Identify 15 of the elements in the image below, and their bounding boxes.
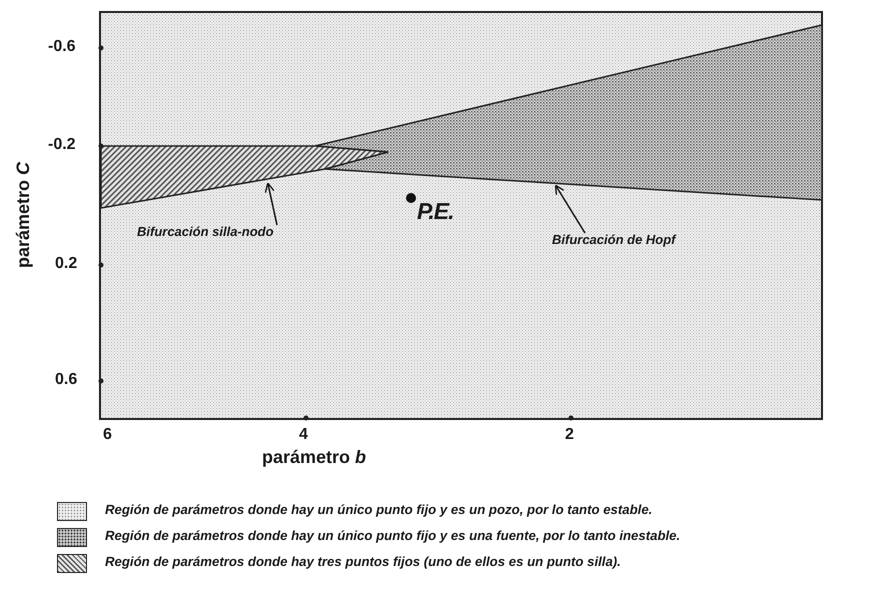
axis-tick-label: -0.6 — [48, 38, 76, 56]
axis-tick-label: 2 — [565, 426, 574, 444]
axis-title: parámetro b — [262, 448, 366, 468]
curve-label: Bifurcación silla-nodo — [137, 225, 274, 240]
axis-tick-label: 4 — [299, 426, 308, 444]
axis-tick-label: 0.6 — [55, 371, 78, 389]
axis-title: parámetro C — [14, 162, 34, 268]
legend-text: Región de parámetros donde hay un único punto fijo y es una fuente, por lo tanto inestable. — [105, 529, 680, 544]
axis-tick-label: -0.2 — [48, 136, 76, 154]
axis-tick-label: 6 — [103, 426, 112, 444]
legend-text: Región de parámetros donde hay un único punto fijo y es un pozo, por lo tanto estable. — [105, 503, 652, 518]
legend-text: Región de parámetros donde hay tres puntos fijos (uno de ellos es un punto silla). — [105, 555, 621, 570]
curve-label: Bifurcación de Hopf — [552, 233, 676, 248]
axis-tick-label: 0.2 — [55, 255, 78, 273]
point-label: P.E. — [417, 199, 454, 224]
